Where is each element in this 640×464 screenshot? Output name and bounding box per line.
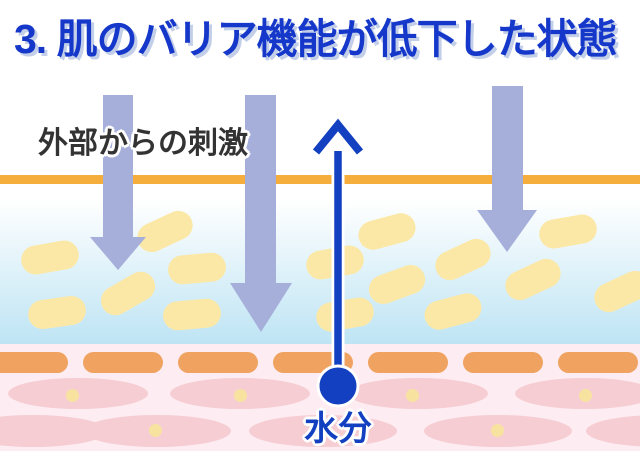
stimulus-arrow-head <box>90 237 146 270</box>
stimulus-arrow-body <box>492 86 523 210</box>
external-stimuli-label: 外部からの刺激 <box>38 127 248 160</box>
dermis-cell <box>249 415 397 447</box>
dermis-cell <box>515 378 640 409</box>
basal-dash <box>0 352 68 373</box>
moisture-arrow-head-outline <box>310 113 366 157</box>
basal-dash <box>463 352 543 373</box>
cell-nucleus-dot <box>148 423 162 437</box>
cell-nucleus-dot <box>578 388 592 402</box>
skin-surface-line <box>0 175 640 184</box>
stimulus-arrow-body <box>103 95 133 237</box>
moisture-arrow-head <box>312 118 364 155</box>
stimulus-arrow-head <box>230 283 292 332</box>
stimulus-arrow-head <box>477 210 537 252</box>
cell-nucleus-dot <box>490 423 504 437</box>
basal-dash <box>558 352 638 373</box>
basal-dash <box>368 352 448 373</box>
moisture-label: 水分 <box>304 410 372 448</box>
basal-dash <box>273 352 353 373</box>
basal-dash <box>178 352 258 373</box>
cell-nucleus-dot <box>65 388 79 402</box>
cell-nucleus-dot <box>233 388 247 402</box>
cell-nucleus-dot <box>405 388 419 402</box>
stimulus-arrow-body <box>245 95 276 283</box>
page-title: 3. 肌のバリア機能が低下した状態 <box>14 16 618 62</box>
basal-dash <box>83 352 163 373</box>
